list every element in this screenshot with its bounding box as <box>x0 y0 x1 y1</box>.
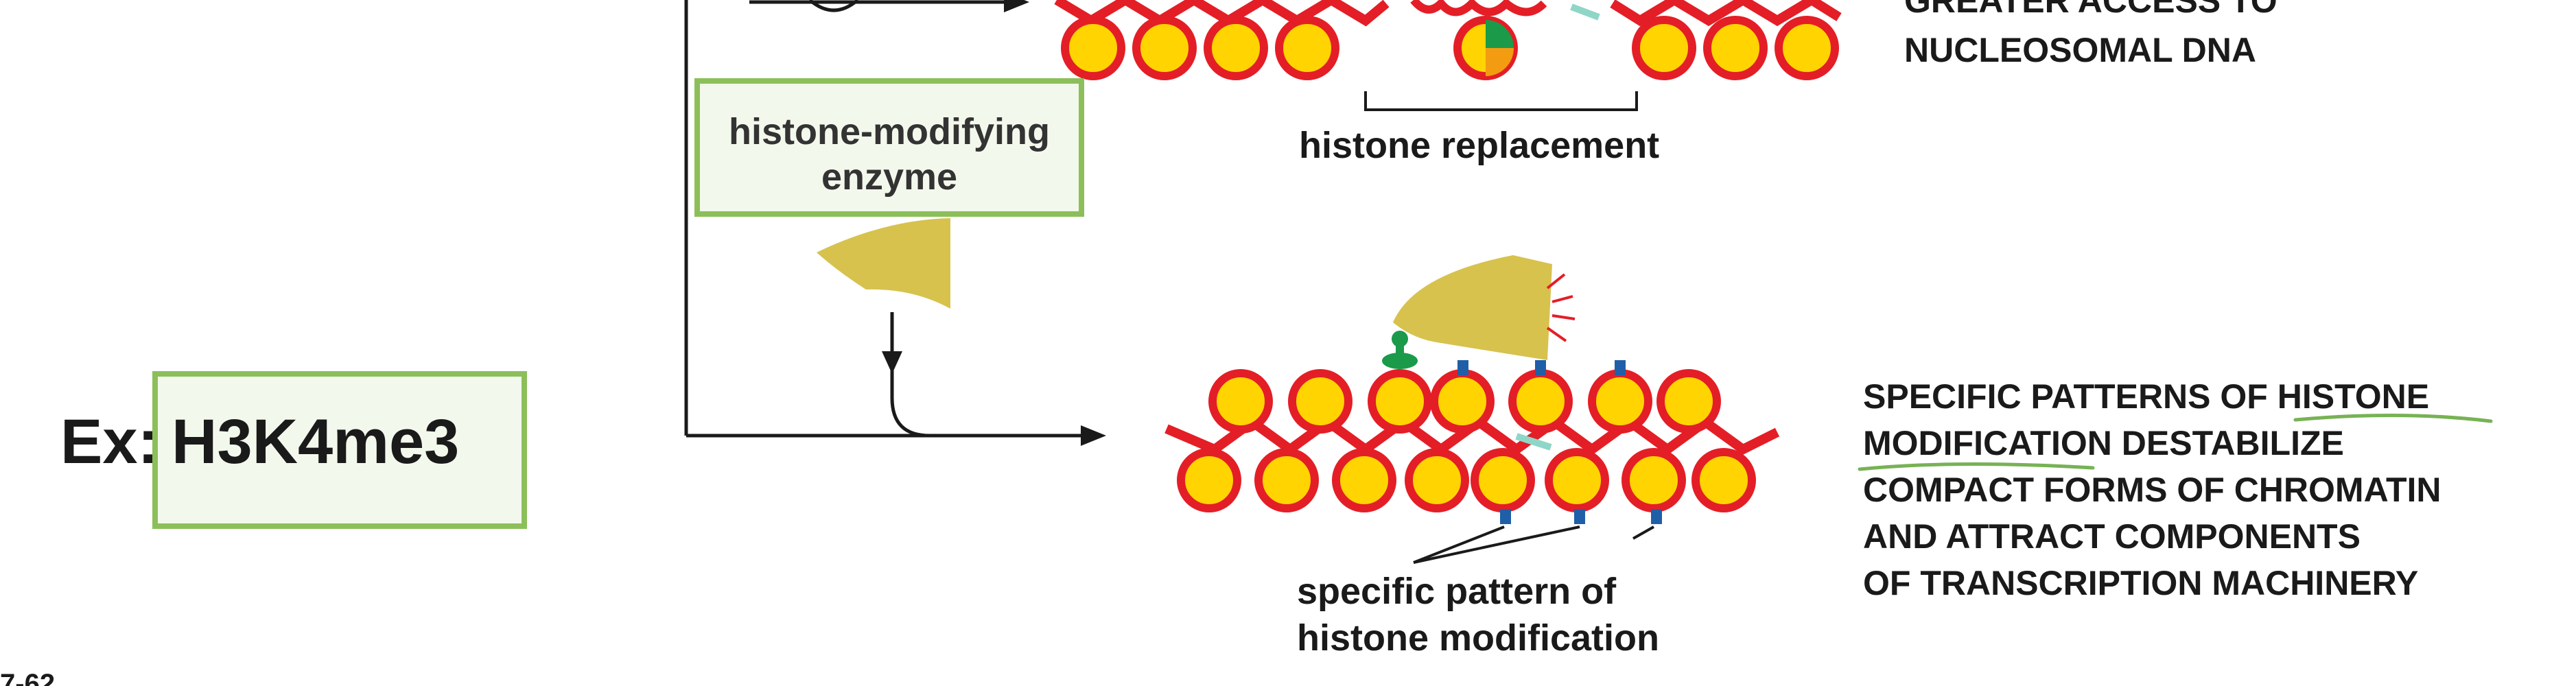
pointer-line <box>1413 525 1505 564</box>
enzyme-label-box <box>694 78 1084 217</box>
enzyme-label-line2: enzyme <box>821 156 957 198</box>
activity-rays <box>1546 273 1576 342</box>
histone-replacement-label: histone replacement <box>1299 125 1659 166</box>
enzyme-flow-curve <box>890 312 930 438</box>
bottom-arrow-head <box>1081 425 1106 446</box>
modification-mark <box>1457 360 1468 375</box>
specific-pattern-label-line1: specific pattern of <box>1297 571 1617 612</box>
top-nucleosome <box>1703 16 1768 80</box>
nucleosome <box>1471 448 1535 512</box>
activity-ray <box>1552 295 1573 303</box>
top-nucleosome <box>1204 16 1268 80</box>
nucleosome <box>1288 369 1353 434</box>
top-nucleosome <box>1632 16 1696 80</box>
green-reader-protein <box>1382 331 1418 369</box>
modification-mark <box>1500 509 1511 524</box>
bound-enzyme <box>1393 255 1552 360</box>
highlight-underlines <box>1858 413 2493 471</box>
modification-mark <box>1651 509 1662 524</box>
top-dna-strand-right <box>1610 0 1842 27</box>
variant-linker <box>1515 433 1552 451</box>
right-text-line4: AND ATTRACT COMPONENTS <box>1863 517 2361 556</box>
nucleosome <box>1405 448 1469 512</box>
right-text-line3: COMPACT FORMS OF CHROMATIN <box>1863 471 2442 509</box>
pointer-line <box>1413 525 1580 564</box>
top-nucleosome <box>1775 16 1839 80</box>
activity-ray <box>1546 327 1567 342</box>
variant-histone-wedge <box>1486 20 1514 48</box>
nucleosome <box>1208 369 1273 434</box>
variant-linker <box>1570 3 1600 21</box>
nucleosome <box>1332 448 1396 512</box>
top-right-text-line2: NUCLEOSOMAL DNA <box>1904 31 2256 69</box>
variant-histone-wedge-orange <box>1486 48 1514 76</box>
pattern-pointers <box>1413 525 1654 564</box>
activity-ray <box>1546 273 1566 289</box>
top-right-text-line1: GREATER ACCESS TO <box>1904 0 2278 20</box>
flow-lines <box>684 0 1084 438</box>
activity-ray <box>1552 314 1576 320</box>
nucleosome <box>1430 369 1495 434</box>
right-description: SPECIFIC PATTERNS OF HISTONE MODIFICATIO… <box>1863 377 2442 602</box>
nucleosome <box>1588 369 1652 434</box>
top-dna-strand-left <box>1054 0 1390 27</box>
nucleosome <box>1368 369 1432 434</box>
figure-number-fragment: 7-62 <box>0 669 55 686</box>
top-nucleosome <box>1061 16 1125 80</box>
enzyme-label-line1: histone-modifying <box>729 111 1050 152</box>
underline-histone <box>2293 413 2493 423</box>
loose-dna <box>1410 0 1547 16</box>
nucleosome <box>1621 448 1686 512</box>
top-nucleosome <box>1132 16 1197 80</box>
enzyme-arrow-head <box>882 351 902 374</box>
nucleosome <box>1691 448 1756 512</box>
right-text-line5: OF TRANSCRIPTION MACHINERY <box>1863 564 2418 602</box>
modification-mark <box>1574 509 1585 524</box>
nucleosome <box>1254 448 1319 512</box>
nucleosome <box>1656 369 1721 434</box>
example-value: H3K4me3 <box>172 407 459 477</box>
reader-head <box>1392 331 1408 347</box>
example-prefix: Ex: <box>60 407 159 477</box>
underline-modification <box>1858 462 2095 471</box>
modification-mark <box>1615 360 1626 375</box>
modification-mark <box>1535 360 1546 375</box>
enzyme-shape <box>817 218 950 309</box>
nucleosome <box>1545 448 1609 512</box>
example-box <box>152 371 527 529</box>
specific-pattern-label-line2: histone modification <box>1297 617 1659 659</box>
top-arrow-head <box>1004 0 1029 12</box>
bottom-nucleosome-array <box>1164 369 1780 512</box>
histone-marks <box>1457 360 1662 524</box>
top-nucleosome <box>1275 16 1339 80</box>
right-text-line1: SPECIFIC PATTERNS OF HISTONE <box>1863 377 2429 416</box>
top-curve-fragment <box>808 0 859 12</box>
top-nucleosome-array <box>1054 0 1842 80</box>
right-text-line2: MODIFICATION DESTABILIZE <box>1863 424 2344 462</box>
pointer-line <box>1632 525 1654 540</box>
nucleosome <box>1177 448 1241 512</box>
nucleosome <box>1508 369 1573 434</box>
histone-replacement-bracket <box>1364 91 1638 111</box>
